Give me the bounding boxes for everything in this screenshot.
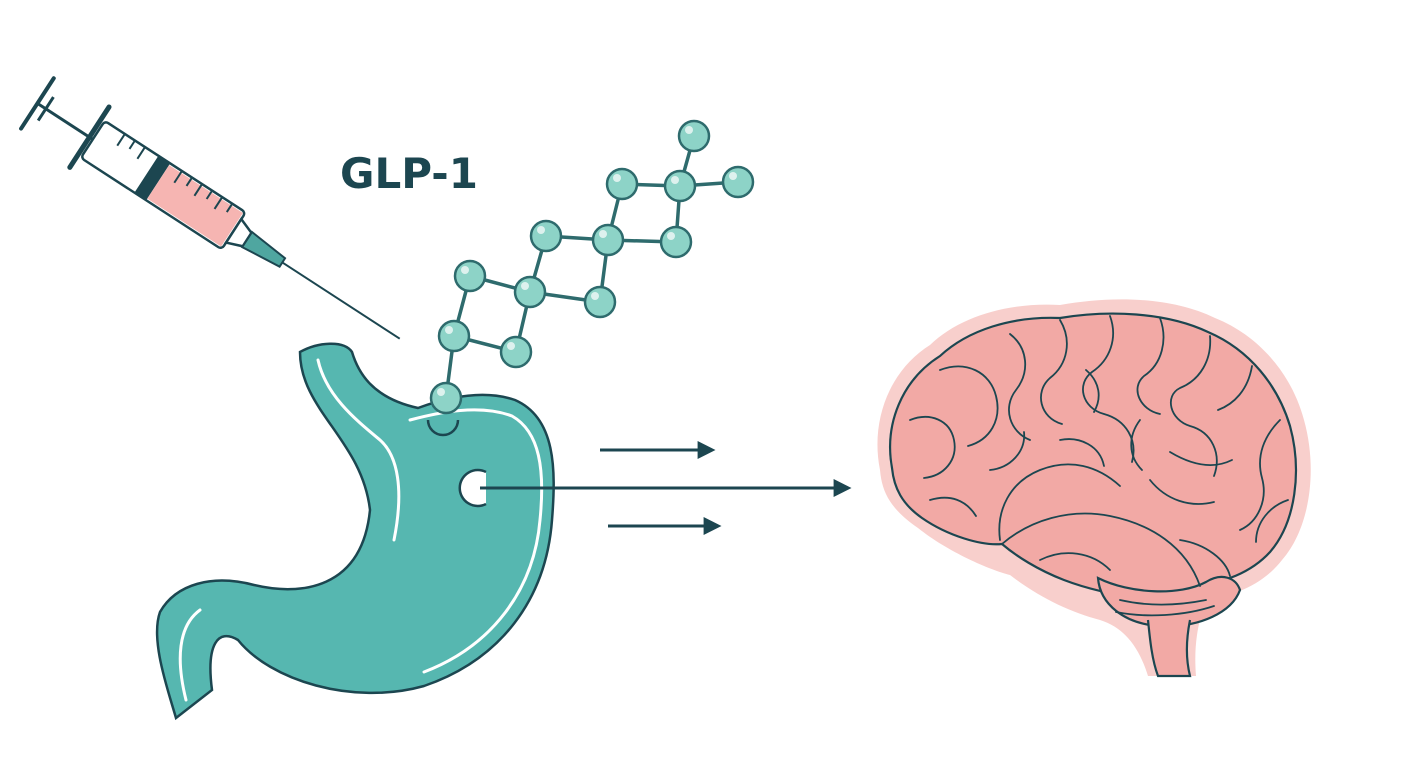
receptor-site-top [426,419,460,437]
molecule-icon [429,119,755,415]
signal-arrows [480,441,852,535]
brain-icon [877,299,1311,678]
receptor-site-middle [458,468,487,508]
molecule-label: GLP-1 [340,149,478,198]
syringe-icon [19,76,401,340]
stomach-icon [155,342,555,721]
